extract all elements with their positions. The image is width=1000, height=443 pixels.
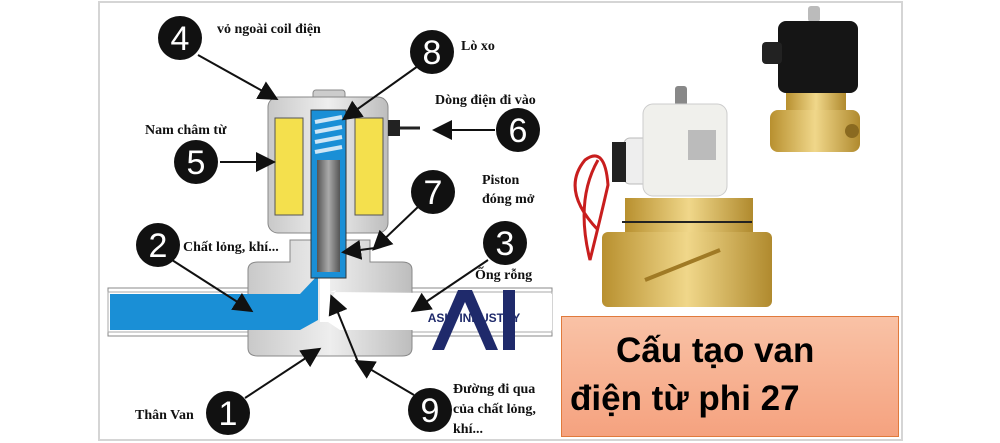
svg-text:6: 6 — [509, 112, 528, 150]
frame — [98, 1, 903, 441]
label-flow-path-1: Đường đi qua — [453, 382, 535, 397]
magnet-right — [354, 117, 384, 216]
label-fluid: Chất lỏng, khí... — [183, 240, 279, 255]
asia-industry-watermark: ASIA INDUSTRY — [428, 290, 520, 350]
arrows — [171, 54, 495, 399]
label-flow-path-3: khí... — [453, 422, 483, 437]
label-hollow-pipe: Ống rỗng — [475, 265, 532, 283]
title-line-1: Cấu tạo van — [616, 331, 815, 370]
outlet-channel — [322, 290, 552, 330]
fluid — [110, 275, 318, 330]
title-line-2: điện từ phi 27 — [570, 379, 800, 418]
badge-6: 6 — [496, 108, 540, 152]
title-box: Cấu tạo van điện từ phi 27 — [561, 316, 899, 437]
svg-text:1: 1 — [219, 395, 238, 433]
badge-9: 9 — [408, 388, 452, 432]
svg-text:8: 8 — [423, 34, 442, 72]
label-coil-housing: vỏ ngoài coil điện — [217, 22, 321, 37]
large-valve-photo — [573, 86, 772, 307]
svg-text:ASIA INDUSTRY: ASIA INDUSTRY — [428, 311, 520, 325]
svg-text:3: 3 — [496, 225, 515, 263]
svg-text:9: 9 — [421, 392, 440, 430]
badge-1: 1 — [206, 391, 250, 435]
small-valve-photo — [762, 6, 860, 152]
label-flow-path-2: của chất lỏng, — [453, 402, 536, 417]
piston — [317, 160, 340, 272]
svg-text:4: 4 — [171, 20, 190, 58]
label-magnet: Nam châm từ — [145, 123, 227, 138]
spring — [314, 115, 343, 154]
svg-text:2: 2 — [149, 227, 168, 265]
label-piston-2: đóng mở — [482, 192, 535, 207]
badge-8: 8 — [410, 30, 454, 74]
badge-4: 4 — [158, 16, 202, 60]
badge-2: 2 — [136, 223, 180, 267]
cable-connector — [388, 120, 400, 136]
svg-text:5: 5 — [187, 144, 206, 182]
label-spring: Lò xo — [461, 39, 495, 54]
badge-3: 3 — [483, 221, 527, 265]
badge-7: 7 — [411, 170, 455, 214]
svg-text:7: 7 — [424, 174, 443, 212]
magnet-left — [274, 117, 304, 216]
label-piston-1: Piston — [482, 173, 520, 188]
label-valve-body: Thân Van — [135, 408, 194, 423]
badge-5: 5 — [174, 140, 218, 184]
label-current-in: Dòng điện đi vào — [435, 93, 536, 108]
flow-path — [320, 272, 330, 322]
